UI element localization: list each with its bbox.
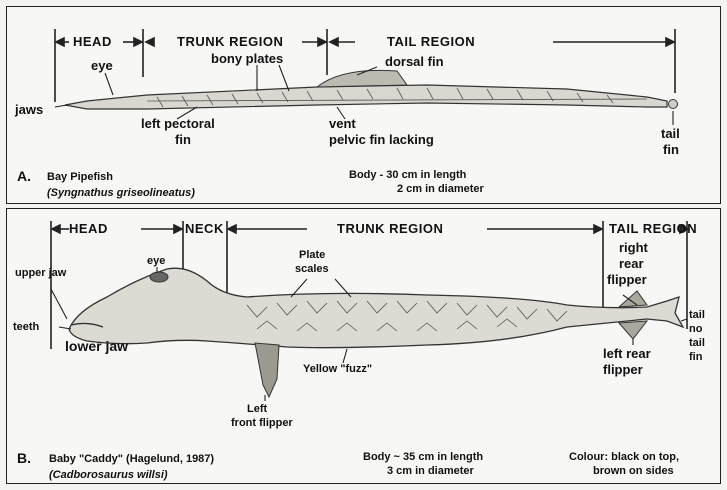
region-head-label-b: HEAD xyxy=(69,222,108,236)
left-pectoral-fin-label: left pectoral xyxy=(141,117,215,131)
caption-a-letter: A. xyxy=(17,169,31,184)
left-front-flipper-shape xyxy=(255,343,279,397)
dorsal-fin-label: dorsal fin xyxy=(385,55,444,69)
region-trunk-label-b: TRUNK REGION xyxy=(337,222,443,236)
panel-a-pipefish: HEAD TRUNK REGION TAIL REGION eye bony p… xyxy=(6,6,721,204)
caption-b-body-diameter: 3 cm in diameter xyxy=(387,465,474,477)
caption-b-body-length: Body ~ 35 cm in length xyxy=(363,451,483,463)
bony-plates-label: bony plates xyxy=(211,52,283,66)
left-front-flipper-label-2: front flipper xyxy=(231,417,293,429)
region-tail-label: TAIL REGION xyxy=(387,35,475,49)
caption-b-letter: B. xyxy=(17,451,31,466)
caption-a-latin: (Syngnathus griseolineatus) xyxy=(47,187,195,199)
tail-no-tail-label: tail xyxy=(689,337,705,349)
right-rear-flipper-label-3: flipper xyxy=(607,273,647,287)
plate-scales-label-2: scales xyxy=(295,263,329,275)
panel-b-caddy: HEAD NECK TRUNK REGION TAIL REGION upper… xyxy=(6,208,721,484)
right-rear-flipper-label-2: rear xyxy=(619,257,644,271)
lower-jaw-label: lower jaw xyxy=(65,339,128,354)
left-rear-flipper-label-2: flipper xyxy=(603,363,643,377)
left-pectoral-fin-label-2: fin xyxy=(175,133,191,147)
right-rear-flipper-label: right xyxy=(619,241,648,255)
caption-b-name: Baby "Caddy" (Hagelund, 1987) xyxy=(49,453,214,465)
tail-fin-label: tail xyxy=(661,127,680,141)
teeth-label: teeth xyxy=(13,321,39,333)
left-front-flipper-label: Left xyxy=(247,403,267,415)
pipefish-body xyxy=(65,85,667,109)
caption-b-colour-2: brown on sides xyxy=(593,465,674,477)
eye-label-b: eye xyxy=(147,255,165,267)
caption-a-body-diameter: 2 cm in diameter xyxy=(397,183,484,195)
yellow-fuzz-label: Yellow "fuzz" xyxy=(303,363,372,375)
region-neck-label: NECK xyxy=(185,222,224,236)
tail-fin-label-2: fin xyxy=(663,143,679,157)
plate-scales-label: Plate xyxy=(299,249,325,261)
vent-label: vent xyxy=(329,117,356,131)
tail-no-label: no xyxy=(689,323,702,335)
jaws-label: jaws xyxy=(15,103,43,117)
right-rear-flipper-shape xyxy=(619,291,647,307)
upper-jaw-label: upper jaw xyxy=(15,267,66,279)
region-tail-label-b: TAIL REGION xyxy=(609,222,697,236)
left-rear-flipper-shape xyxy=(619,321,647,339)
left-rear-flipper-label: left rear xyxy=(603,347,651,361)
tail-fin-label-b: fin xyxy=(689,351,702,363)
pelvic-fin-label: pelvic fin lacking xyxy=(329,133,434,147)
eye-label: eye xyxy=(91,59,113,73)
region-head-label: HEAD xyxy=(73,35,112,49)
caption-b-colour: Colour: black on top, xyxy=(569,451,679,463)
tail-label-b: tail xyxy=(689,309,705,321)
caption-a-name: Bay Pipefish xyxy=(47,171,113,183)
caption-b-latin: (Cadborosaurus willsi) xyxy=(49,469,168,481)
region-trunk-label: TRUNK REGION xyxy=(177,35,283,49)
caption-a-body-length: Body - 30 cm in length xyxy=(349,169,466,181)
